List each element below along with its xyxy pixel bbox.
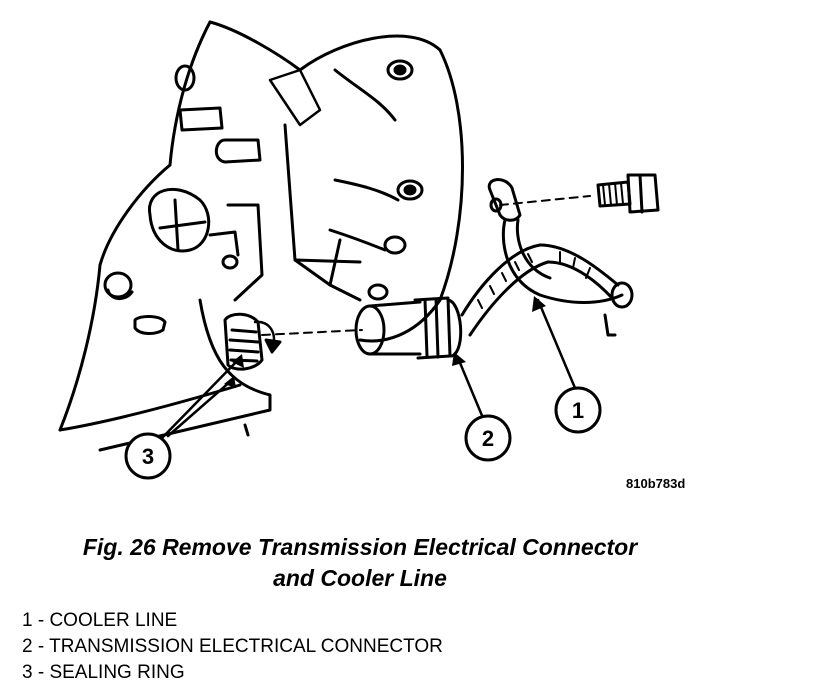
legend: 1 - COOLER LINE 2 - TRANSMISSION ELECTRI… xyxy=(22,608,443,686)
diagram-illustration: 1 2 3 810b783d xyxy=(58,20,685,491)
callout-2-number: 2 xyxy=(482,426,494,451)
callout-3-number: 3 xyxy=(142,444,154,469)
transmission-case xyxy=(58,20,464,452)
figure-caption: Fig. 26 Remove Transmission Electrical C… xyxy=(0,532,720,594)
caption-line-1: Fig. 26 Remove Transmission Electrical C… xyxy=(82,534,638,560)
legend-item: 1 - COOLER LINE xyxy=(22,610,178,631)
sealing-ring-socket xyxy=(223,312,282,371)
leader-arrowheads xyxy=(224,296,546,388)
callout-1: 1 xyxy=(554,386,602,434)
callout-2: 2 xyxy=(464,414,512,462)
legend-item: 2 - TRANSMISSION ELECTRICAL CONNECTOR xyxy=(22,636,443,657)
callout-1-number: 1 xyxy=(572,398,584,423)
figure-code: 810b783d xyxy=(626,476,685,491)
caption-line-2: and Cooler Line xyxy=(273,565,447,591)
legend-item: 3 - SEALING RING xyxy=(22,662,185,683)
cooler-line xyxy=(261,178,624,336)
callout-3: 3 xyxy=(124,432,172,480)
leader-lines xyxy=(158,298,577,442)
bolt xyxy=(596,173,660,214)
